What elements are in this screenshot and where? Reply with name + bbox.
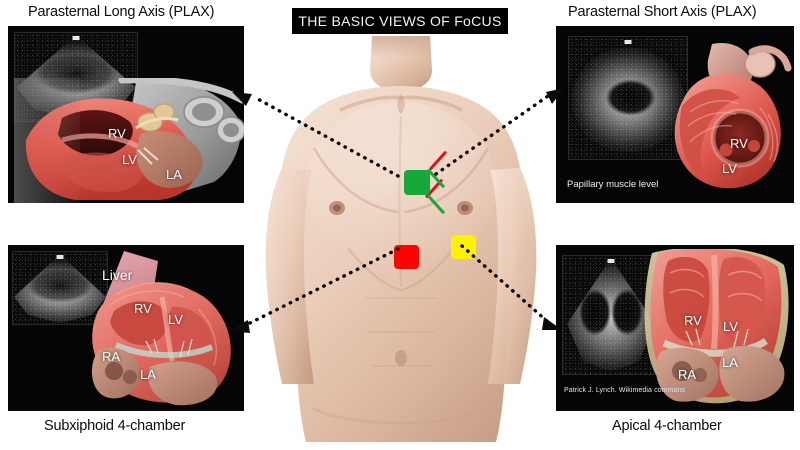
probe-marker-subxiphoid[interactable]	[394, 245, 419, 269]
heart-illustration-psax	[664, 42, 794, 200]
title-banner: THE BASIC VIEWS OF FoCUS	[292, 8, 508, 34]
page-title: THE BASIC VIEWS OF FoCUS	[298, 13, 502, 29]
panel-plax[interactable]: RV LV LA	[8, 26, 244, 203]
panel-label-plax: Parasternal Long Axis (PLAX)	[28, 4, 215, 20]
panel-apical[interactable]: RV LV RA LA Patrick J. Lynch. Wikimedia …	[556, 245, 794, 411]
panel-subxiphoid[interactable]: Liver RV LV RA LA	[8, 245, 244, 411]
heart-illustration-plax	[18, 78, 244, 203]
panel-label-psax: Parasternal Short Axis (PLAX)	[568, 4, 757, 20]
panel-psax[interactable]: RV LV Papillary muscle level	[556, 26, 794, 203]
heart-illustration-apical	[638, 249, 794, 407]
torso-illustration	[262, 36, 540, 444]
probe-marker-apical[interactable]	[451, 235, 476, 259]
panel-caption-psax: Papillary muscle level	[567, 179, 659, 190]
panel-label-apical: Apical 4-chamber	[612, 418, 722, 434]
probe-marker-parasternal[interactable]	[404, 170, 430, 195]
panel-credit-apical: Patrick J. Lynch. Wikimedia commons	[564, 387, 686, 394]
panel-label-subxiphoid: Subxiphoid 4-chamber	[44, 418, 186, 434]
heart-illustration-subxiphoid	[80, 249, 244, 409]
